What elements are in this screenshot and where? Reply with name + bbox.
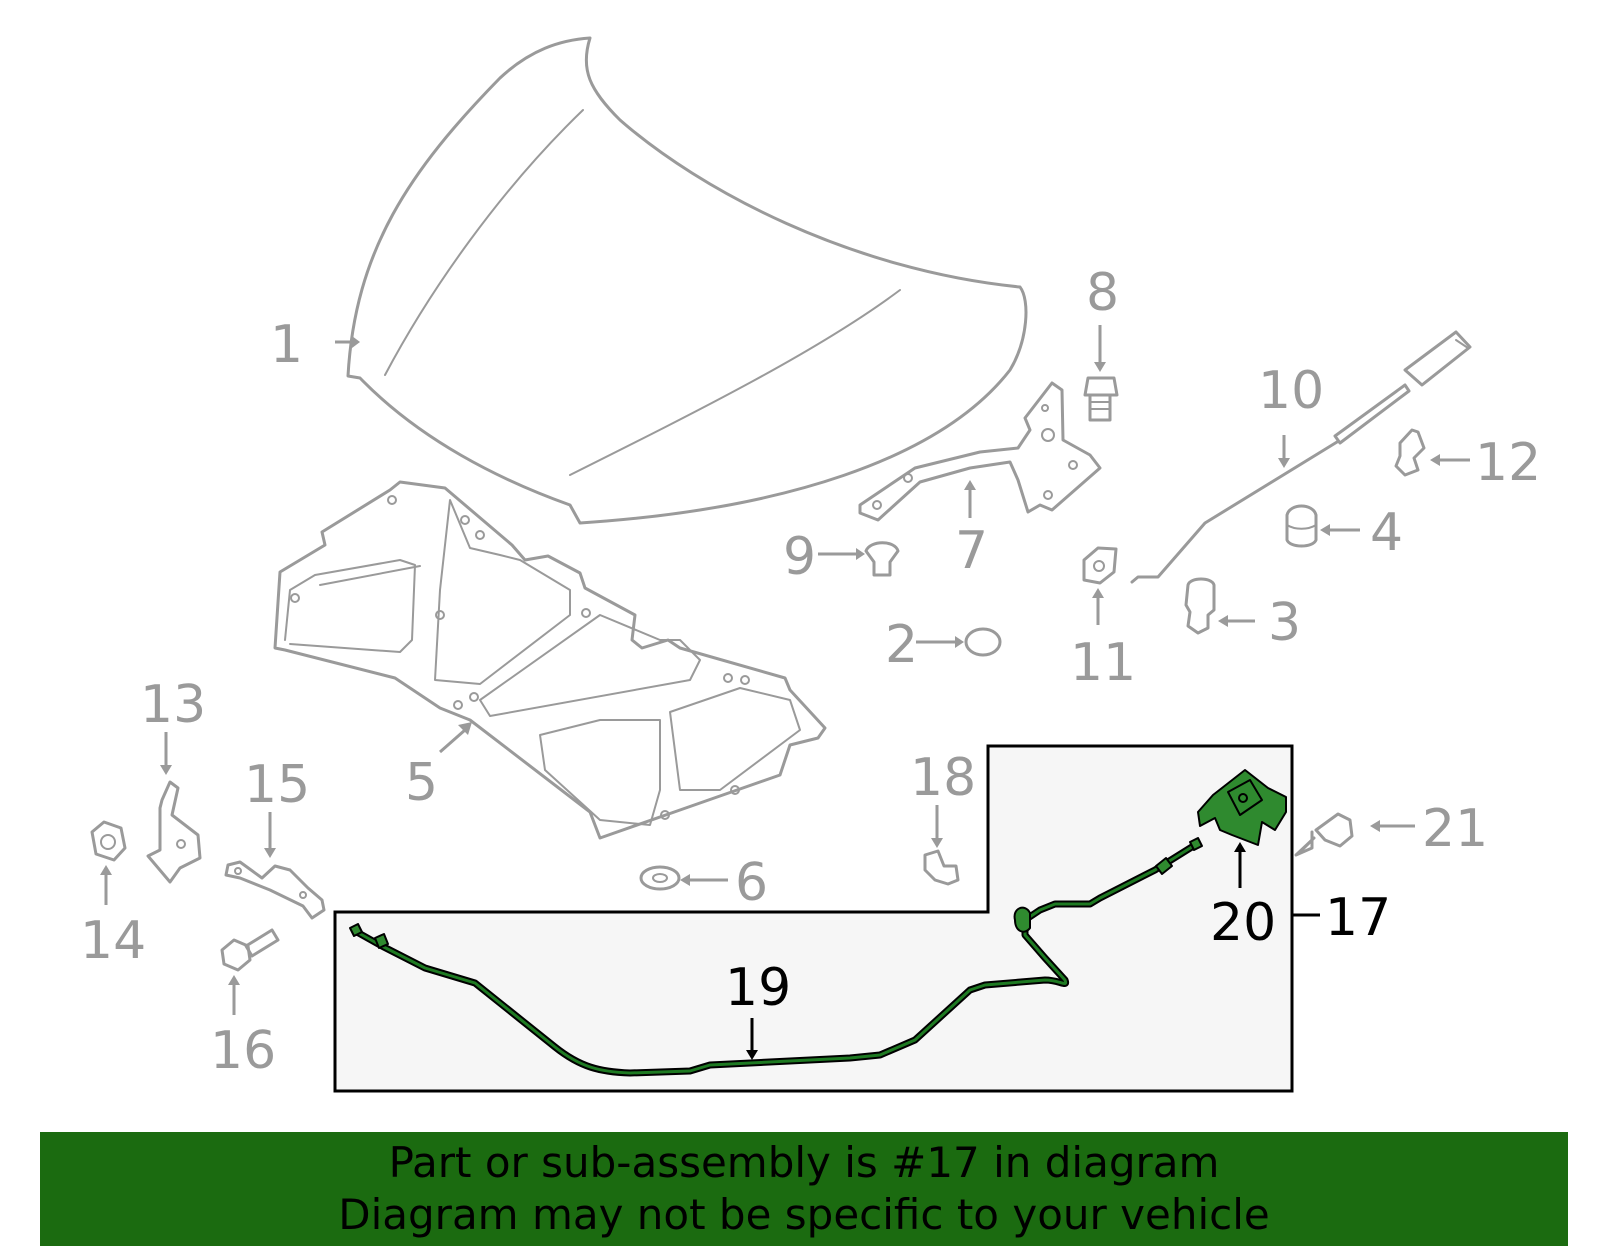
callout-13: 13 bbox=[140, 675, 206, 735]
arrowhead-16 bbox=[228, 975, 240, 985]
arrowhead-9 bbox=[856, 548, 865, 560]
arrowhead-1 bbox=[352, 336, 360, 348]
callout-8: 8 bbox=[1086, 263, 1119, 323]
callout-18: 18 bbox=[910, 748, 976, 808]
banner-line-1: Part or sub-assembly is #17 in diagram bbox=[388, 1138, 1220, 1187]
pad-11-part bbox=[1082, 546, 1118, 585]
grommet-6-part bbox=[639, 865, 681, 891]
arrowhead-7 bbox=[964, 480, 976, 490]
callout-3: 3 bbox=[1268, 593, 1301, 653]
nut-14-part bbox=[90, 820, 127, 862]
prop-rod-part bbox=[1130, 330, 1472, 584]
banner-line-2: Diagram may not be specific to your vehi… bbox=[338, 1190, 1270, 1239]
clip-9-part bbox=[864, 541, 900, 577]
arrowhead-10 bbox=[1278, 458, 1290, 468]
arrowhead-15 bbox=[264, 848, 276, 858]
callout-4: 4 bbox=[1370, 503, 1403, 563]
callout-9: 9 bbox=[783, 527, 816, 587]
arrowhead-20 bbox=[1234, 842, 1246, 852]
leader-5 bbox=[439, 728, 466, 754]
callout-16: 16 bbox=[210, 1021, 276, 1081]
clip-12-part bbox=[1394, 428, 1426, 477]
callout-10: 10 bbox=[1258, 361, 1324, 421]
callout-21: 21 bbox=[1422, 799, 1488, 859]
callout-15: 15 bbox=[244, 755, 310, 815]
assembly-17-box bbox=[333, 744, 1294, 1093]
callout-6: 6 bbox=[735, 853, 768, 913]
callout-12: 12 bbox=[1475, 433, 1541, 493]
hood-part bbox=[346, 36, 1028, 525]
callout-7: 7 bbox=[955, 521, 988, 581]
bumper-4-part bbox=[1285, 504, 1318, 548]
arrowhead-8 bbox=[1094, 362, 1106, 372]
callout-19: 19 bbox=[725, 958, 791, 1018]
release-cable-19-part bbox=[349, 837, 1203, 1077]
arrowhead-11 bbox=[1092, 588, 1104, 598]
arrowhead-6 bbox=[680, 874, 690, 886]
hinge-part bbox=[858, 381, 1102, 522]
callout-17: 17 bbox=[1325, 888, 1391, 948]
arrowhead-2 bbox=[955, 636, 964, 648]
clip-18-part bbox=[923, 849, 960, 886]
plug-2-part bbox=[964, 627, 1002, 657]
arrowhead-12 bbox=[1430, 454, 1440, 466]
arrowhead-4 bbox=[1320, 524, 1330, 536]
arrowhead-19 bbox=[746, 1050, 758, 1060]
callout-14: 14 bbox=[80, 911, 146, 971]
bolt-21-part bbox=[1294, 812, 1354, 857]
callout-1: 1 bbox=[270, 315, 303, 375]
callout-11: 11 bbox=[1070, 633, 1136, 693]
info-banner: Part or sub-assembly is #17 in diagram D… bbox=[40, 1132, 1568, 1246]
callout-2: 2 bbox=[885, 615, 918, 675]
arrowhead-14 bbox=[100, 865, 112, 875]
arrowhead-3 bbox=[1218, 615, 1228, 627]
hood-insulator-part bbox=[273, 480, 827, 840]
bracket-13-part bbox=[146, 780, 202, 884]
latch-20-part bbox=[1197, 769, 1287, 846]
stop-3-part bbox=[1184, 577, 1216, 635]
bolt-16-part bbox=[220, 928, 280, 972]
callout-5: 5 bbox=[405, 753, 438, 813]
arrowhead-21 bbox=[1370, 820, 1380, 832]
arrowhead-5 bbox=[458, 722, 472, 735]
arrowhead-13 bbox=[160, 765, 172, 775]
callout-20: 20 bbox=[1210, 893, 1276, 953]
arrowhead-18 bbox=[931, 838, 943, 848]
bolt-8-part bbox=[1083, 376, 1119, 422]
bracket-15-part bbox=[224, 860, 326, 920]
